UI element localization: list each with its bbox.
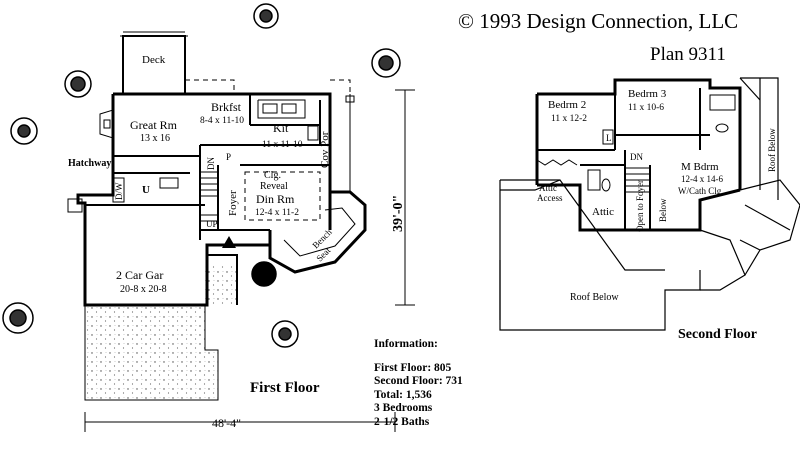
tree-icon	[2, 302, 34, 334]
tree-icon	[251, 261, 277, 287]
attic-access-label-2: Access	[537, 193, 563, 203]
first-floor-title: First Floor	[250, 380, 320, 396]
stairs-down-label-2: DN	[630, 152, 643, 162]
tree-icon	[10, 117, 38, 145]
second-floor-area: Second Floor: 731	[374, 375, 463, 387]
attic-access-label-1: Attic	[539, 183, 557, 193]
breakfast-size: 8-4 x 11-10	[200, 116, 244, 126]
bedroom3-size: 11 x 10-6	[628, 103, 664, 113]
stairs-up-label: UP	[206, 219, 218, 229]
bedroom2-size: 11 x 12-2	[551, 114, 587, 124]
bedroom-count: 3 Bedrooms	[374, 402, 433, 414]
dining-room-label: Din Rm	[256, 192, 295, 206]
information-panel: Information: First Floor: 805 Second Flo…	[374, 338, 463, 429]
pantry-label: P	[226, 152, 231, 162]
tree-icon	[371, 48, 401, 78]
width-dimension: 48'-4"	[212, 416, 241, 430]
ceiling-reveal-label-2: Reveal	[260, 181, 288, 192]
bedroom3-label: Bedrm 3	[628, 88, 667, 100]
dishwasher-label: D/W	[114, 182, 124, 200]
second-floor-plan	[499, 77, 800, 331]
information-heading: Information:	[374, 338, 438, 350]
deck-label: Deck	[142, 54, 166, 66]
utility-label: U	[142, 184, 150, 196]
tree-icon	[253, 3, 279, 29]
bath-count: 2-1/2 Baths	[374, 415, 430, 428]
great-room-size: 13 x 16	[140, 133, 170, 144]
bedroom2-label: Bedrm 2	[548, 99, 586, 111]
depth-dimension: 39'-0"	[391, 195, 406, 232]
roof-below-label-right: Roof Below	[767, 128, 777, 172]
open-to-foyer-label: Open to Foyer	[635, 180, 645, 232]
garage-label: 2 Car Gar	[116, 268, 163, 282]
foyer-label: Foyer	[227, 190, 239, 216]
great-room-label: Great Rm	[130, 118, 178, 132]
attic-label: Attic	[592, 206, 614, 218]
garage-size: 20-8 x 20-8	[120, 284, 167, 295]
master-bedroom-label: M Bdrm	[681, 161, 719, 173]
covered-porch-label: Cov Por	[319, 131, 331, 168]
breakfast-label: Brkfst	[211, 100, 242, 114]
stairs-down-label: DN	[206, 157, 216, 170]
first-floor-area: First Floor: 805	[374, 361, 452, 374]
copyright-notice: © 1993 Design Connection, LLC	[458, 9, 739, 33]
master-bedroom-size: 12-4 x 14-6	[681, 174, 723, 184]
kitchen-label: Kit	[273, 121, 289, 135]
ceiling-reveal-label-1: Clg.	[264, 170, 281, 181]
linen-closet-label: L	[606, 133, 612, 143]
kitchen-size: 11 x 11-10	[262, 140, 303, 150]
first-floor-plan	[67, 31, 415, 432]
tree-icon	[271, 320, 299, 348]
roof-below-label-bottom: Roof Below	[570, 292, 619, 303]
second-floor-title: Second Floor	[678, 327, 757, 342]
plan-number: Plan 9311	[650, 44, 726, 65]
open-to-foyer-below-label: Below	[658, 198, 668, 222]
total-area: Total: 1,536	[374, 388, 432, 401]
hatchway-label: Hatchway	[68, 158, 111, 169]
master-bedroom-note: W/Cath Clg	[678, 186, 722, 196]
tree-icon	[64, 70, 92, 98]
dining-room-size: 12-4 x 11-2	[255, 208, 299, 218]
